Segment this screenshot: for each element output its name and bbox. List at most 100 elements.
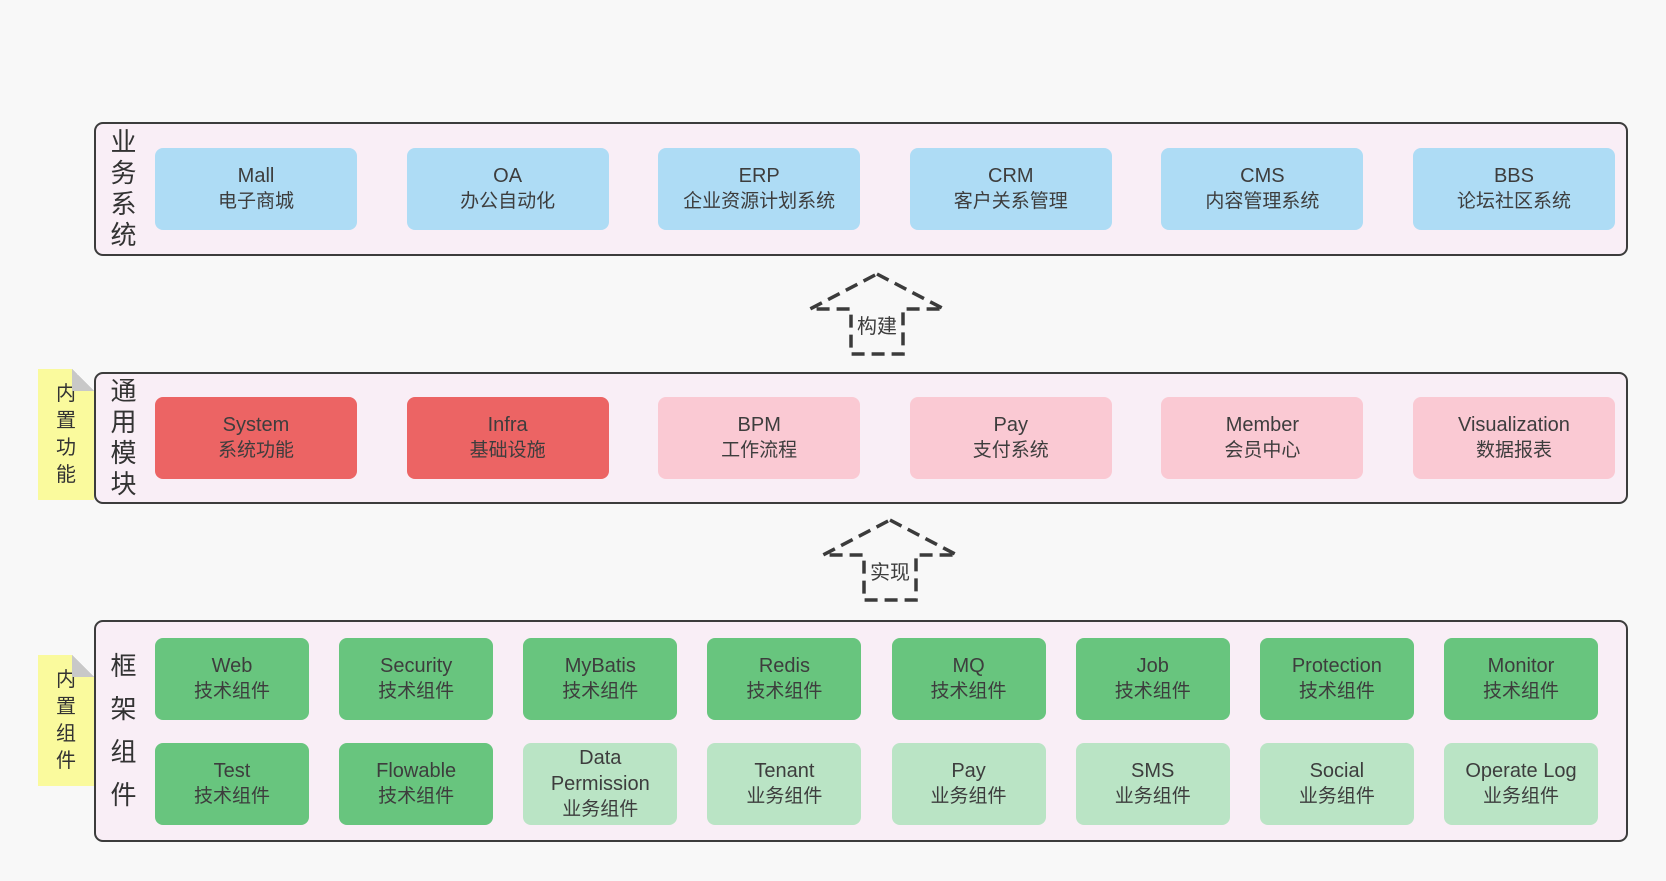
framework-components-side-label: 框架组件 xyxy=(96,622,151,840)
mq-box: MQ 技术组件 xyxy=(891,637,1046,720)
box-title: BPM xyxy=(737,414,781,436)
box-title: ERP xyxy=(738,165,780,187)
mybatis-box: MyBatis 技术组件 xyxy=(523,637,678,720)
box-subtitle: 办公自动化 xyxy=(460,191,556,212)
box-subtitle: 内容管理系统 xyxy=(1205,191,1320,212)
components-row-2: Test 技术组件 Flowable 技术组件 Data Permission … xyxy=(155,742,1598,825)
box-title: Pay xyxy=(993,414,1029,436)
box-subtitle: 业务组件 xyxy=(1114,785,1191,807)
box-title: CMS xyxy=(1240,165,1285,187)
box-title: BBS xyxy=(1493,165,1534,187)
box-subtitle: 企业资源计划系统 xyxy=(683,191,836,212)
build-arrow: 构建 xyxy=(807,271,947,357)
data-permission-box: Data Permission 业务组件 xyxy=(523,742,678,825)
box-title: MyBatis xyxy=(564,654,636,677)
pay-module-box: Pay 支付系统 xyxy=(909,397,1112,479)
box-subtitle: 数据报表 xyxy=(1475,440,1552,461)
box-subtitle: 电子商城 xyxy=(217,191,294,212)
box-subtitle: 技术组件 xyxy=(562,680,639,702)
box-title: Tenant xyxy=(754,759,815,782)
box-subtitle: 技术组件 xyxy=(1298,680,1375,702)
builtin-components-note: 内置组件 xyxy=(38,655,94,786)
note-text: 内置组件 xyxy=(56,668,76,772)
operate-log-box: Operate Log 业务组件 xyxy=(1443,742,1598,825)
cms-box: CMS 内容管理系统 xyxy=(1161,148,1364,230)
bpm-box: BPM 工作流程 xyxy=(658,397,861,479)
box-subtitle: 技术组件 xyxy=(930,680,1007,702)
box-subtitle: 技术组件 xyxy=(378,785,455,807)
box-subtitle: 业务组件 xyxy=(562,798,639,820)
side-label-text: 通用模块 xyxy=(110,376,137,499)
box-title: Infra xyxy=(487,414,528,436)
box-subtitle: 业务组件 xyxy=(1298,785,1375,807)
common-modules-boxes: System 系统功能 Infra 基础设施 BPM 工作流程 Pay 支付系统… xyxy=(151,374,1626,502)
job-box: Job 技术组件 xyxy=(1075,637,1230,720)
builtin-features-note: 内置功能 xyxy=(38,369,94,500)
box-title: Mall xyxy=(237,165,275,187)
box-title: Security xyxy=(380,654,453,677)
note-text: 内置功能 xyxy=(56,382,76,486)
box-subtitle: 业务组件 xyxy=(930,785,1007,807)
box-subtitle: 会员中心 xyxy=(1224,440,1301,461)
implement-arrow-label: 实现 xyxy=(867,556,913,585)
redis-box: Redis 技术组件 xyxy=(707,637,862,720)
box-subtitle: 技术组件 xyxy=(746,680,823,702)
erp-box: ERP 企业资源计划系统 xyxy=(658,148,861,230)
member-box: Member 会员中心 xyxy=(1161,397,1364,479)
box-title: Member xyxy=(1225,414,1300,436)
note-fold-corner xyxy=(72,655,94,677)
common-modules-panel: 通用模块 System 系统功能 Infra 基础设施 BPM 工作流程 Pay… xyxy=(94,372,1628,504)
up-arrow-icon xyxy=(809,272,945,356)
up-arrow-icon xyxy=(822,518,958,602)
box-subtitle: 业务组件 xyxy=(746,785,823,807)
box-title: OA xyxy=(493,165,523,187)
box-subtitle: 技术组件 xyxy=(1114,680,1191,702)
infra-box: Infra 基础设施 xyxy=(406,397,609,479)
box-title: Data Permission xyxy=(550,746,650,795)
box-subtitle: 基础设施 xyxy=(469,440,546,461)
framework-components-boxes: Web 技术组件 Security 技术组件 MyBatis 技术组件 Redi… xyxy=(151,622,1626,840)
box-title: CRM xyxy=(988,165,1034,187)
box-subtitle: 技术组件 xyxy=(193,680,270,702)
side-label-text: 业务系统 xyxy=(110,127,137,250)
side-label-text: 框架组件 xyxy=(110,651,137,810)
mall-box: Mall 电子商城 xyxy=(155,148,357,230)
box-title: SMS xyxy=(1131,759,1175,782)
monitor-box: Monitor 技术组件 xyxy=(1443,637,1598,720)
box-title: System xyxy=(222,414,290,436)
box-title: Pay xyxy=(951,759,986,782)
pay-business-box: Pay 业务组件 xyxy=(891,742,1046,825)
flowable-box: Flowable 技术组件 xyxy=(339,742,494,825)
business-systems-side-label: 业务系统 xyxy=(96,124,151,254)
box-title: Flowable xyxy=(376,759,457,782)
box-subtitle: 业务组件 xyxy=(1482,785,1559,807)
oa-box: OA 办公自动化 xyxy=(406,148,609,230)
box-title: Visualization xyxy=(1458,414,1570,436)
box-title: Web xyxy=(211,654,253,677)
box-title: Monitor xyxy=(1487,654,1555,677)
web-box: Web 技术组件 xyxy=(155,637,309,720)
box-title: MQ xyxy=(952,654,985,677)
box-subtitle: 技术组件 xyxy=(1482,680,1559,702)
implement-arrow: 实现 xyxy=(820,517,960,603)
common-modules-side-label: 通用模块 xyxy=(96,374,151,502)
box-subtitle: 系统功能 xyxy=(217,440,294,461)
components-row-1: Web 技术组件 Security 技术组件 MyBatis 技术组件 Redi… xyxy=(155,637,1598,720)
box-title: Protection xyxy=(1291,654,1382,677)
bbs-box: BBS 论坛社区系统 xyxy=(1412,148,1615,230)
box-title: Test xyxy=(213,759,251,782)
box-subtitle: 客户关系管理 xyxy=(953,191,1068,212)
box-title: Operate Log xyxy=(1465,759,1577,782)
box-title: Job xyxy=(1136,654,1169,677)
box-subtitle: 工作流程 xyxy=(721,440,798,461)
box-subtitle: 技术组件 xyxy=(378,680,455,702)
visualization-box: Visualization 数据报表 xyxy=(1412,397,1615,479)
test-box: Test 技术组件 xyxy=(155,742,309,825)
box-title: Redis xyxy=(758,654,810,677)
protection-box: Protection 技术组件 xyxy=(1259,637,1414,720)
security-box: Security 技术组件 xyxy=(339,637,494,720)
note-fold-corner xyxy=(72,369,94,391)
system-box: System 系统功能 xyxy=(155,397,357,479)
crm-box: CRM 客户关系管理 xyxy=(909,148,1112,230)
box-subtitle: 技术组件 xyxy=(193,785,270,807)
